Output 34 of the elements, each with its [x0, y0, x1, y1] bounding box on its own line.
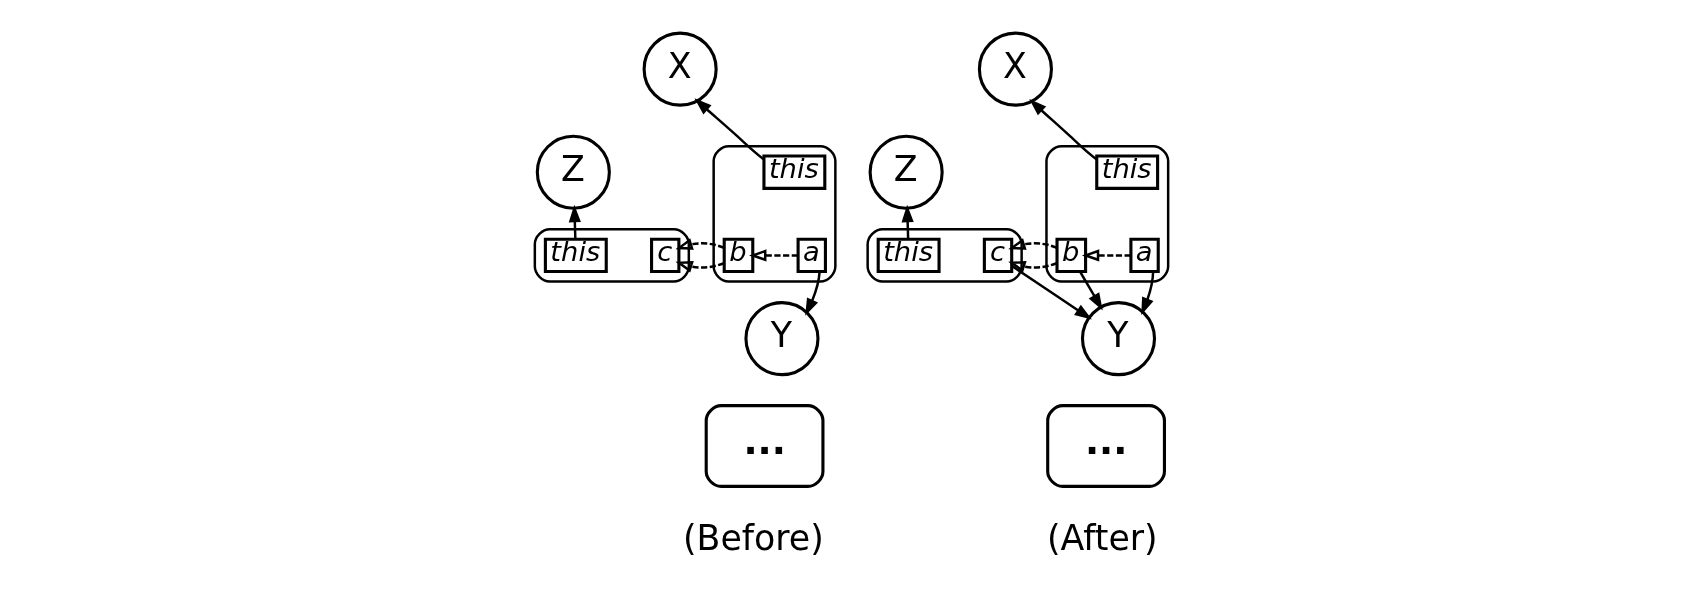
node-box: ... — [704, 404, 824, 488]
node-box: b — [722, 237, 754, 274]
node-box: b — [1054, 237, 1087, 274]
arrow — [1078, 271, 1103, 311]
cluster — [533, 228, 690, 283]
arrow — [1007, 238, 1057, 273]
arrow — [1010, 264, 1092, 320]
node-circle: Z — [868, 134, 944, 210]
arrow — [693, 98, 765, 161]
cluster — [711, 144, 837, 283]
node-circle: X — [642, 31, 718, 107]
arrow — [748, 249, 798, 262]
node-circle: X — [977, 31, 1053, 107]
arrow — [674, 238, 724, 273]
node-box: this — [1094, 154, 1159, 190]
node-box: c — [649, 237, 680, 274]
arrow — [1081, 249, 1131, 262]
node-box: c — [982, 237, 1013, 274]
node-box: this — [543, 237, 608, 274]
node-circle: Y — [743, 301, 819, 377]
node-box: this — [761, 154, 826, 190]
node-circle: Z — [535, 134, 611, 210]
label: (After) — [1046, 518, 1158, 559]
node-box: ... — [1045, 404, 1166, 488]
cluster — [865, 228, 1023, 283]
node-box: this — [876, 237, 941, 274]
arrow — [804, 271, 821, 316]
node-box: a — [1128, 237, 1160, 274]
label: (Before) — [682, 518, 824, 559]
arrow — [1140, 271, 1154, 315]
cluster — [1044, 144, 1169, 283]
node-box: a — [796, 237, 827, 274]
arrow — [1028, 99, 1097, 161]
node-circle: Y — [1080, 301, 1156, 377]
